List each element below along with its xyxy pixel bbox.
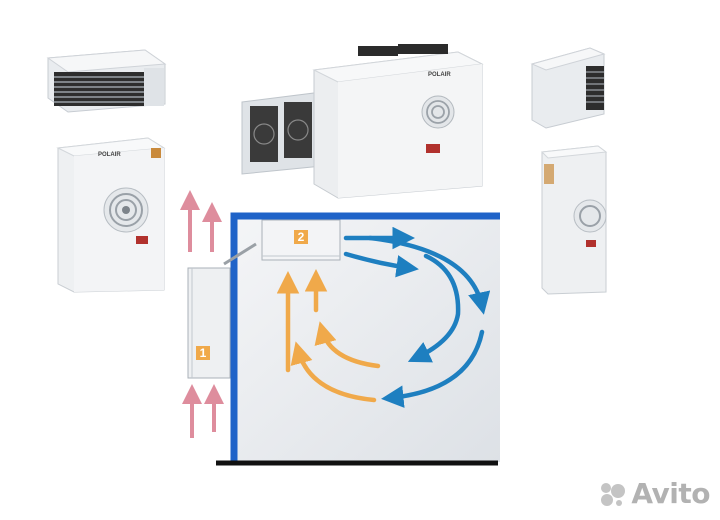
room-wall [230,212,500,462]
outdoor-unit-box [187,267,231,379]
unit-label-2: 2 [294,230,308,244]
condensing-unit-right [540,145,608,295]
cold-airflow [343,226,491,408]
avito-watermark-text: Avito [631,477,710,510]
warm-airflow [276,269,381,403]
center-brand-logo: POLAIR [428,72,451,78]
condensing-unit-left [56,137,166,293]
exhaust-airflow-top [180,190,222,252]
intake-airflow-bottom [182,384,224,438]
indoor-unit-box [261,219,341,261]
avito-watermark: Avito [597,477,710,510]
avito-logo-icon [601,482,626,506]
condensing-unit-center [241,44,484,199]
evaporator-unit-right [530,47,606,129]
evaporator-unit-left [46,49,167,113]
cold-room-diagram [180,190,500,466]
unit-label-1: 1 [196,346,210,360]
unit-brand-logo: POLAIR [98,152,121,158]
refrigerant-pipe [223,242,257,266]
